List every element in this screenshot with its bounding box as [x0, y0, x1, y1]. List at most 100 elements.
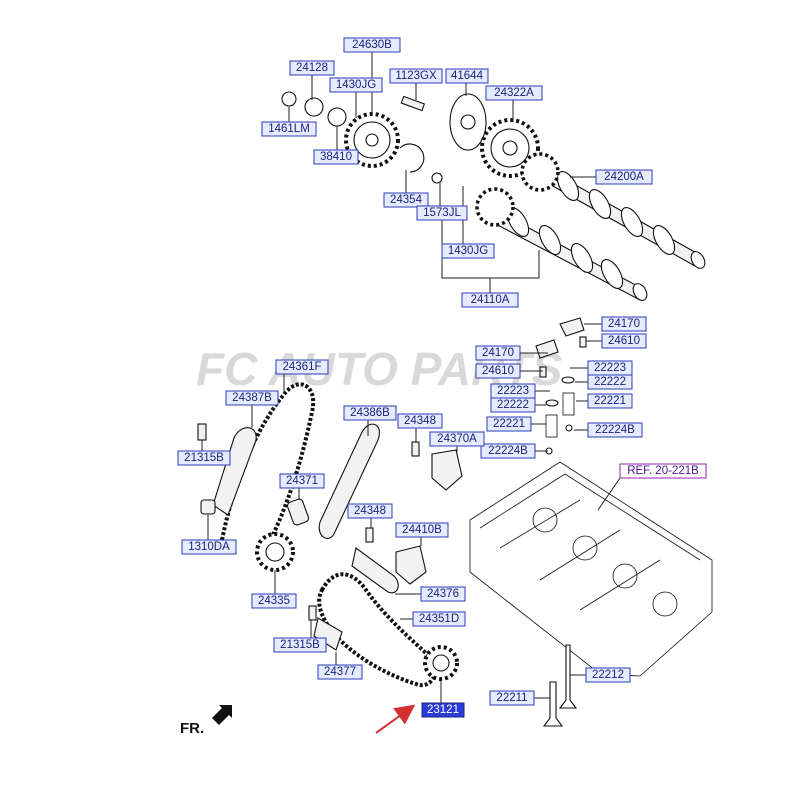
part-label-21315b[interactable]: 21315B: [177, 450, 231, 466]
part-label-41644[interactable]: 41644: [445, 68, 489, 84]
svg-text:24348: 24348: [354, 505, 386, 517]
pin-24371: [286, 498, 310, 526]
part-label-22223-2[interactable]: 22223: [490, 383, 536, 399]
ref-label-20-221b[interactable]: REF. 20-221B: [619, 463, 707, 479]
indicator-arrow: [375, 704, 416, 734]
part-label-23121-highlighted[interactable]: 23121: [421, 702, 465, 718]
part-label-24354[interactable]: 24354: [383, 192, 429, 208]
circlip-24354: [399, 143, 425, 173]
svg-text:1310DA: 1310DA: [188, 541, 230, 553]
part-label-24610[interactable]: 24610: [601, 333, 647, 349]
part-label-24410b[interactable]: 24410B: [395, 522, 449, 538]
part-label-24335[interactable]: 24335: [251, 593, 297, 609]
svg-text:1573JL: 1573JL: [423, 207, 461, 219]
part-label-24387b[interactable]: 24387B: [225, 390, 279, 406]
part-label-22223[interactable]: 22223: [587, 360, 633, 376]
seal-22224b-upper: [565, 424, 573, 432]
seal-ring-24128: [281, 91, 297, 107]
part-label-21315b-2[interactable]: 21315B: [273, 637, 327, 653]
part-label-24371[interactable]: 24371: [279, 473, 325, 489]
cvvt-41644: [449, 93, 487, 151]
part-label-24200a[interactable]: 24200A: [595, 169, 653, 185]
svg-text:22223: 22223: [594, 362, 626, 374]
part-label-24348-2[interactable]: 24348: [347, 503, 393, 519]
part-label-22221[interactable]: 22221: [587, 393, 633, 409]
part-label-22221-2[interactable]: 22221: [486, 416, 532, 432]
svg-text:22221: 22221: [493, 418, 525, 430]
part-label-22224b-2[interactable]: 22224B: [480, 443, 536, 459]
svg-text:24200A: 24200A: [604, 171, 644, 183]
svg-text:22224B: 22224B: [488, 445, 528, 457]
svg-text:24377: 24377: [324, 666, 356, 678]
svg-text:22221: 22221: [594, 395, 626, 407]
svg-text:24110A: 24110A: [471, 294, 510, 306]
lash-adjuster-24610-upper: [579, 336, 587, 348]
part-label-22222-2[interactable]: 22222: [490, 397, 536, 413]
part-label-22212[interactable]: 22212: [585, 667, 631, 683]
svg-text:24410B: 24410B: [402, 524, 442, 536]
part-label-24170-2[interactable]: 24170: [475, 345, 521, 361]
retainer-22222-lower: [545, 399, 559, 407]
part-label-24376[interactable]: 24376: [420, 586, 466, 602]
svg-text:22222: 22222: [594, 376, 626, 388]
part-label-1123gx[interactable]: 1123GX: [389, 68, 443, 84]
part-label-24377[interactable]: 24377: [317, 664, 363, 680]
part-label-24348[interactable]: 24348: [397, 413, 443, 429]
front-arrow-icon: [212, 705, 232, 725]
svg-text:24170: 24170: [482, 347, 514, 359]
part-label-24630b[interactable]: 24630B: [343, 37, 401, 53]
part-label-24322a[interactable]: 24322A: [485, 85, 543, 101]
part-label-22222[interactable]: 22222: [587, 374, 633, 390]
lash-adjuster-24610-lower: [539, 366, 547, 378]
svg-text:22224B: 22224B: [595, 424, 635, 436]
svg-text:24610: 24610: [608, 335, 640, 347]
svg-text:38410: 38410: [320, 151, 352, 163]
part-label-24370a[interactable]: 24370A: [429, 431, 485, 447]
valve-spring-lower: [545, 414, 558, 438]
part-label-24351d[interactable]: 24351D: [412, 611, 466, 627]
tensioner-24410b: [395, 545, 427, 585]
svg-text:24387B: 24387B: [232, 392, 272, 404]
svg-text:22211: 22211: [496, 692, 527, 704]
front-direction-marker: FR.: [180, 705, 232, 737]
cam-gear-upper: [520, 152, 560, 192]
part-label-22211[interactable]: 22211: [489, 690, 535, 706]
front-label: FR.: [180, 720, 204, 737]
plug-1573jl: [431, 172, 443, 184]
part-label-1573jl[interactable]: 1573JL: [416, 205, 468, 221]
valve-22212: [558, 644, 578, 709]
part-label-1430jg-2[interactable]: 1430JG: [441, 243, 495, 259]
crank-sprocket-23121: [423, 645, 459, 681]
snap-ring-38410: [327, 107, 347, 127]
part-label-24610-2[interactable]: 24610: [475, 363, 521, 379]
svg-text:24630B: 24630B: [352, 39, 392, 51]
part-label-1430jg[interactable]: 1430JG: [329, 77, 383, 93]
part-label-1461lm[interactable]: 1461LM: [261, 121, 317, 137]
valvetrain: [535, 317, 587, 727]
ring-1430jg: [304, 97, 324, 117]
svg-text:22223: 22223: [497, 385, 529, 397]
camshaft-assembly: [281, 91, 706, 301]
bolt-24348-lower: [365, 527, 374, 543]
part-label-24128[interactable]: 24128: [289, 60, 335, 76]
part-label-24361f[interactable]: 24361F: [275, 359, 329, 375]
part-label-22224b[interactable]: 22224B: [587, 422, 643, 438]
part-label-24110a[interactable]: 24110A: [461, 292, 519, 308]
rocker-24170-upper: [559, 317, 585, 337]
part-label-24170[interactable]: 24170: [601, 316, 647, 332]
svg-text:1461LM: 1461LM: [268, 123, 310, 135]
svg-text:1430JG: 1430JG: [448, 245, 488, 257]
bolt-21315b-lower: [308, 605, 317, 621]
svg-text:22222: 22222: [497, 399, 529, 411]
cam-gear-lower: [475, 187, 515, 227]
cam-sprocket-24630b: [344, 112, 400, 168]
svg-text:24610: 24610: [482, 365, 514, 377]
part-label-1310da[interactable]: 1310DA: [181, 539, 237, 555]
valve-spring-upper: [562, 392, 575, 416]
part-label-38410[interactable]: 38410: [313, 149, 359, 165]
svg-text:21315B: 21315B: [280, 639, 320, 651]
part-label-24386b[interactable]: 24386B: [343, 405, 397, 421]
tensioner-24377: [313, 617, 343, 651]
svg-text:24335: 24335: [258, 595, 290, 607]
